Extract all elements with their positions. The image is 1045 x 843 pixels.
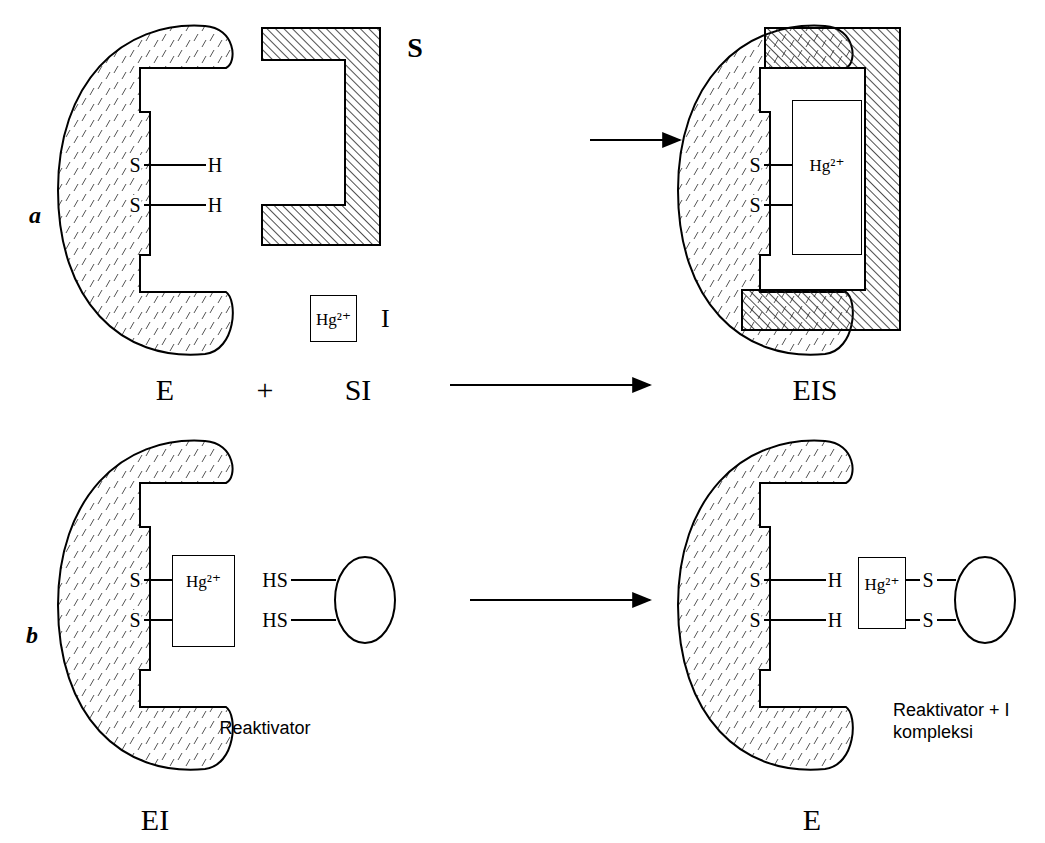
substrate-label: S	[407, 34, 423, 62]
atom-label: S	[748, 155, 761, 175]
substrate-shape	[742, 28, 900, 330]
equation-term: SI	[345, 375, 372, 405]
ion-label: Hg²⁺	[810, 157, 845, 254]
enzyme-shape	[678, 441, 853, 770]
atom-label: H	[207, 195, 223, 215]
enzyme-shape	[58, 26, 233, 355]
reactivator-label: Reaktivator	[219, 719, 310, 737]
equation-term: EIS	[793, 375, 838, 405]
ion-box: Hg²⁺	[792, 100, 862, 255]
equation-term: EI	[141, 805, 169, 835]
atom-label: S	[128, 570, 141, 590]
atom-label: S	[748, 610, 761, 630]
atom-label: H	[207, 155, 223, 175]
ion-box: Hg²⁺	[858, 557, 906, 629]
ion-box: Hg²⁺	[172, 555, 235, 647]
atom-label: S	[128, 195, 141, 215]
atom-label: HS	[261, 610, 289, 630]
reaction-arrows	[450, 140, 680, 600]
ion-box: Hg²⁺I	[310, 295, 357, 342]
atom-label: S	[128, 155, 141, 175]
part-letter: b	[26, 623, 38, 647]
equation-term: +	[257, 375, 274, 405]
reactivator-shape	[335, 557, 395, 643]
substrate-shape	[262, 28, 380, 245]
part-letter: a	[29, 203, 41, 227]
equation-term: E	[803, 805, 821, 835]
ion-label: Hg²⁺	[186, 573, 221, 646]
atom-label: S	[748, 195, 761, 215]
reactivator-shape	[955, 557, 1015, 643]
atom-label: S	[921, 610, 934, 630]
atom-label: S	[921, 570, 934, 590]
atom-label: H	[827, 570, 843, 590]
equation-term: E	[156, 375, 174, 405]
complex-label: Reaktivator + I kompleksi	[893, 700, 1038, 743]
ion-label: Hg²⁺	[316, 311, 351, 341]
atom-label: S	[128, 610, 141, 630]
inhibitor-label: I	[381, 306, 390, 332]
atom-label: H	[827, 610, 843, 630]
ion-label: Hg²⁺	[865, 576, 900, 628]
atom-label: S	[748, 570, 761, 590]
atom-label: HS	[261, 570, 289, 590]
